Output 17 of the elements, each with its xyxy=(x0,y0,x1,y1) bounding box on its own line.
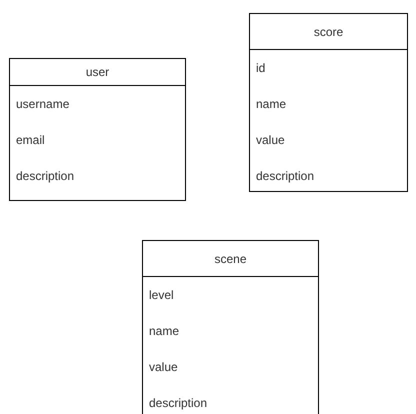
field-name: email xyxy=(15,132,46,149)
field-name: description xyxy=(255,168,316,185)
field-name: description xyxy=(148,395,208,412)
entity-table xyxy=(142,240,319,414)
table-header: scene xyxy=(143,241,318,277)
field-name: name xyxy=(255,96,288,113)
field-name: value xyxy=(148,359,179,376)
field-name: level xyxy=(148,287,175,304)
entity-table xyxy=(249,13,408,192)
field-name: value xyxy=(255,132,286,149)
entity-table xyxy=(9,58,186,201)
field-name: id xyxy=(255,60,266,77)
field-name: description xyxy=(15,168,76,185)
field-name: username xyxy=(15,96,70,113)
table-header: user xyxy=(10,59,185,86)
field-name: name xyxy=(148,323,180,340)
table-header: score xyxy=(250,14,407,50)
